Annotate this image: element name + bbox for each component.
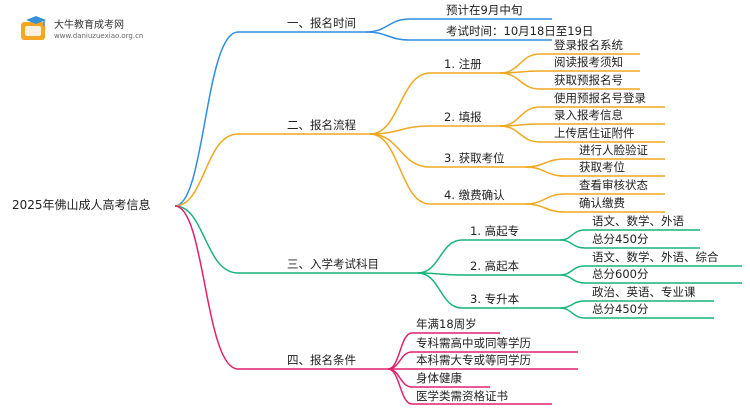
branch-registration-conditions-lines xyxy=(174,205,578,405)
watermark-title: 大牛教育成考网 xyxy=(54,20,124,31)
graduation-book-icon xyxy=(21,16,46,40)
leaf-node: 进行人脸验证 xyxy=(579,143,648,157)
branch-registration-process-lines xyxy=(174,53,665,213)
level-node: 1. 高起专 xyxy=(470,224,520,238)
leaf-node: 查看审核状态 xyxy=(579,178,648,192)
leaf-node: 本科需大专或等同学历 xyxy=(416,353,531,367)
step-node: 3. 获取考位 xyxy=(444,151,505,165)
step-node: 1. 注册 xyxy=(444,57,482,71)
branch-registration-conditions: 四、报名条件 xyxy=(287,353,356,367)
branch-exam-subjects: 三、入学考试科目 xyxy=(287,257,379,271)
leaf-node: 上传居住证附件 xyxy=(554,126,635,140)
leaf-node: 使用预报名号登录 xyxy=(554,91,646,105)
branch-registration-time-lines xyxy=(174,18,552,207)
leaf-node: 年满18周岁 xyxy=(416,317,477,331)
branch-registration-time: 一、报名时间 xyxy=(287,16,356,30)
watermark-url: www.daniuzuexiao.org.cn xyxy=(54,32,144,40)
leaf-node: 医学类需资格证书 xyxy=(416,389,508,403)
branch-exam-subjects-lines xyxy=(174,205,742,319)
branch-registration-process: 二、报名流程 xyxy=(287,118,356,132)
leaf-node: 预计在9月中旬 xyxy=(446,3,523,17)
leaf-node: 专科需高中或同等学历 xyxy=(416,336,531,350)
leaf-node: 获取考位 xyxy=(579,160,625,174)
level-node: 3. 专升本 xyxy=(470,292,520,306)
leaf-node: 总分450分 xyxy=(592,302,649,316)
leaf-node: 语文、数学、外语、综合 xyxy=(592,250,719,264)
step-node: 4. 缴费确认 xyxy=(444,188,505,202)
leaf-node: 总分450分 xyxy=(592,232,649,246)
step-node: 2. 填报 xyxy=(444,110,482,124)
leaf-node: 考试时间：10月18日至19日 xyxy=(446,24,594,38)
leaf-node: 语文、数学、外语 xyxy=(592,214,684,228)
leaf-node: 阅读报考须知 xyxy=(554,55,623,69)
watermark-logo: 大牛教育成考网 www.daniuzuexiao.org.cn xyxy=(14,10,214,50)
leaf-node: 政治、英语、专业课 xyxy=(592,285,696,299)
leaf-node: 录入报考信息 xyxy=(554,108,623,122)
leaf-node: 登录报名系统 xyxy=(554,38,623,52)
level-node: 2. 高起本 xyxy=(470,259,520,273)
leaf-node: 身体健康 xyxy=(416,371,462,385)
leaf-node: 获取预报名号 xyxy=(554,73,623,87)
root-node: 2025年佛山成人高考信息 xyxy=(12,198,151,212)
leaf-node: 确认缴费 xyxy=(579,196,625,210)
leaf-node: 总分600分 xyxy=(592,267,649,281)
